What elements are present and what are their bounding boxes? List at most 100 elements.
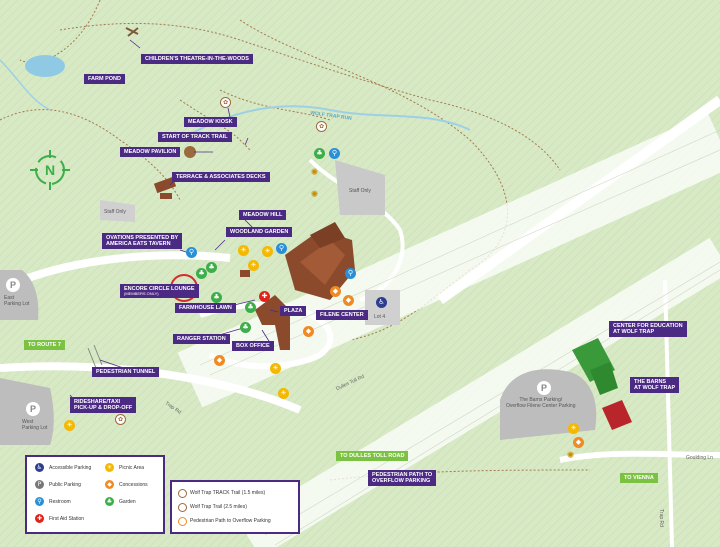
staff-only-area	[335, 160, 385, 215]
label-ovations-line1: Ovations Presented by	[106, 235, 179, 241]
garden-icon: ♣	[245, 302, 256, 313]
garden-icon: ♣	[206, 262, 217, 273]
label-ovations[interactable]: Ovations Presented by America Eats Taver…	[102, 233, 183, 250]
label-filene-center[interactable]: Filene Center	[316, 310, 368, 321]
compass-icon: N	[28, 148, 72, 192]
garden-icon: ♣	[211, 292, 222, 303]
picnic-icon: ☀	[248, 260, 259, 271]
restroom-icon: ⚲	[276, 243, 287, 254]
west-lot-label: West Parking Lot	[22, 419, 47, 431]
picnic-icon: ♣	[314, 148, 325, 159]
picnic-icon: ☀	[105, 463, 114, 472]
label-ovations-line2: America Eats Tavern	[106, 241, 171, 248]
svg-text:N: N	[45, 162, 55, 178]
restroom-icon: ⚲	[345, 268, 356, 279]
label-woodland-garden[interactable]: Woodland Garden	[226, 227, 293, 238]
childrens-theatre-building	[125, 27, 139, 37]
label-terrace-decks[interactable]: Terrace & Associates Decks	[172, 172, 270, 183]
farm-pond	[25, 55, 65, 77]
label-center-education-line1: Center for Education	[613, 323, 683, 329]
label-farmhouse-lawn[interactable]: Farmhouse Lawn	[175, 303, 236, 314]
picnic-icon: ☀	[238, 245, 249, 256]
picnic-icon: ☀	[278, 388, 289, 399]
legend-restroom-label: Restroom	[49, 499, 71, 505]
east-lot-parking-icon: P	[6, 278, 20, 292]
concessions-icon: ◆	[214, 355, 225, 366]
label-pedestrian-overflow-line1: Pedestrian Path to	[372, 472, 433, 478]
label-rideshare-line1: Rideshare/Taxi	[74, 399, 121, 405]
wheelchair-icon: ♿	[376, 297, 387, 308]
label-barns-line1: The Barns	[634, 379, 667, 385]
bee-icon: ✺	[310, 190, 319, 200]
picnic-icon: ☀	[64, 420, 75, 431]
label-pedestrian-tunnel[interactable]: Pedestrian Tunnel	[92, 367, 160, 378]
legend-garden-label: Garden	[119, 499, 136, 505]
east-lot-label-line1: East	[4, 295, 15, 301]
label-encore-lounge[interactable]: Encore Circle Lounge (Members Only)	[120, 284, 199, 299]
restroom-icon: ⚲	[35, 497, 44, 506]
filene-center-building	[285, 222, 355, 300]
label-pedestrian-overflow-line2: Overflow Parking	[372, 478, 431, 485]
east-lot-label-line2: Parking Lot	[4, 301, 30, 307]
concessions-icon: ◆	[303, 326, 314, 337]
restroom-icon: ⚲	[186, 247, 197, 258]
trail-marker-icon: ✿	[220, 97, 231, 108]
legend-accessible-label: Accessible Parking	[49, 465, 92, 471]
concessions-icon: ◆	[105, 480, 114, 489]
trail-marker-icon	[178, 517, 187, 526]
label-farm-pond[interactable]: Farm Pond	[84, 74, 125, 85]
barns-building	[602, 400, 632, 430]
east-lot-label: East Parking Lot	[4, 295, 29, 307]
goulding-ln-label: Goulding Ln	[686, 455, 713, 461]
garden-icon: ♣	[196, 268, 207, 279]
label-barns[interactable]: The Barns at Wolf Trap	[630, 377, 680, 394]
amenity-legend: ♿ Accessible Parking P Public Parking ⚲ …	[25, 455, 165, 534]
label-childrens-theatre[interactable]: Children's Theatre-in-the-Woods	[141, 54, 253, 65]
label-encore-lounge-sub: (Members Only)	[124, 291, 159, 297]
trail-marker-icon: ✿	[316, 121, 327, 132]
staff-only-label-1: Staff Only	[349, 188, 371, 194]
picnic-icon: ☀	[568, 423, 579, 434]
concessions-icon: ◆	[573, 437, 584, 448]
picnic-icon: ☀	[270, 363, 281, 374]
label-encore-lounge-title: Encore Circle Lounge	[124, 286, 195, 292]
legend-public-parking-label: Public Parking	[49, 482, 81, 488]
label-meadow-pavilion[interactable]: Meadow Pavilion	[120, 147, 181, 158]
legend-picnic-label: Picnic Area	[119, 465, 145, 471]
legend-concessions-label: Concessions	[119, 482, 148, 488]
label-meadow-kiosk[interactable]: Meadow Kiosk	[184, 117, 237, 128]
trail-legend-track-label: Wolf Trap TRACK Trail (1.5 miles)	[190, 490, 266, 496]
label-center-education[interactable]: Center for Education at Wolf Trap	[609, 321, 687, 338]
barns-lot-label-line1: The Barns Parking/	[519, 397, 563, 403]
bee-icon: ✺	[310, 168, 319, 178]
label-rideshare[interactable]: Rideshare/Taxi Pick-up & Drop-off	[70, 397, 137, 414]
concessions-icon: ◆	[343, 295, 354, 306]
trap-rd-label-east: Trap Rd	[657, 509, 664, 527]
trail-marker-icon	[178, 503, 187, 512]
picnic-icon: ☀	[262, 246, 273, 257]
label-pedestrian-overflow[interactable]: Pedestrian Path to Overflow Parking	[368, 470, 437, 487]
label-to-dulles-toll[interactable]: To Dulles Toll Road	[336, 451, 409, 461]
wheelchair-icon: ♿	[35, 463, 44, 472]
label-to-route7[interactable]: To Route 7	[24, 340, 65, 350]
center-for-education-building	[572, 338, 618, 395]
label-ranger-station[interactable]: Ranger Station	[173, 334, 230, 345]
label-meadow-hill[interactable]: Meadow Hill	[239, 210, 287, 221]
label-start-track-trail[interactable]: Start of Track Trail	[158, 132, 232, 143]
first-aid-icon: ✚	[35, 514, 44, 523]
label-plaza[interactable]: Plaza	[280, 306, 307, 317]
trail-marker-icon	[178, 489, 187, 498]
first-aid-icon: ✚	[259, 291, 270, 302]
barns-lot-label-line2: Overflow Filene Center Parking	[506, 403, 576, 409]
bee-icon: ✺	[566, 451, 575, 461]
trail-legend-pedestrian-label: Pedestrian Path to Overflow Parking	[190, 518, 271, 524]
concessions-icon: ◆	[330, 286, 341, 297]
west-lot-parking-icon: P	[26, 402, 40, 416]
label-box-office[interactable]: Box Office	[232, 341, 274, 352]
label-to-vienna[interactable]: To Vienna	[620, 473, 658, 483]
label-barns-line2: at Wolf Trap	[634, 385, 676, 392]
trail-marker-icon: ✿	[115, 414, 126, 425]
barns-lot-label: The Barns Parking/ Overflow Filene Cente…	[506, 397, 575, 409]
label-center-education-line2: at Wolf Trap	[613, 329, 655, 336]
